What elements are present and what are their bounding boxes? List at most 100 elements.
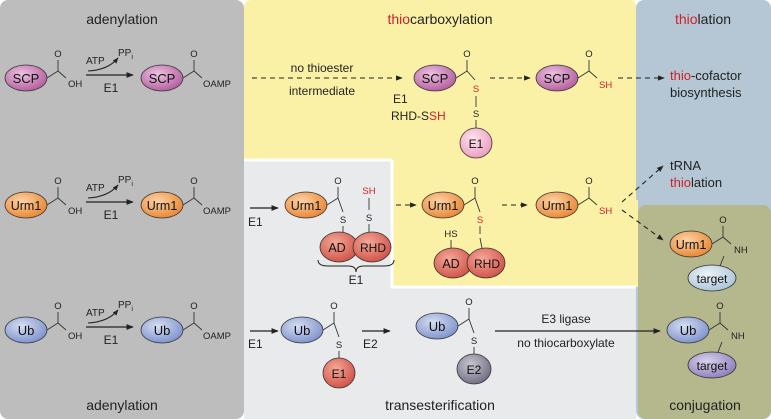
panel-title-conjugation: conjugation bbox=[669, 397, 741, 413]
scp-o-2: O bbox=[190, 49, 197, 60]
scp-label-4: SCP bbox=[544, 71, 571, 86]
urm1-label-2: Urm1 bbox=[147, 199, 178, 213]
intermediate-label: intermediate bbox=[289, 84, 355, 98]
transesterification-panel bbox=[244, 160, 636, 419]
thiocarboxylation-red-prefix: thio bbox=[387, 11, 410, 27]
e1-label-scp: E1 bbox=[469, 137, 484, 151]
biosynthesis-label: biosynthesis bbox=[670, 85, 742, 100]
urm1-nh-conj: NH bbox=[734, 245, 748, 256]
e1-brace bbox=[317, 259, 395, 273]
ub-o-4: O bbox=[465, 297, 472, 308]
scp-oamp-2: OAMP bbox=[203, 79, 231, 90]
urm1-o-3: O bbox=[334, 176, 341, 187]
e1-label-ub-step: E1 bbox=[248, 337, 263, 351]
urm1-label-4: Urm1 bbox=[428, 199, 459, 213]
panel-title-thiocarboxylation: thiocarboxylation bbox=[387, 11, 492, 27]
urm1-oh-1: OH bbox=[68, 206, 82, 217]
row-urm1: Urm1 O OH ATP PPi E1 Urm1 O OAMP E1 Urm1… bbox=[4, 158, 748, 292]
ppi-label-1: PPi bbox=[118, 48, 133, 61]
thiolation-red-prefix: thio bbox=[675, 11, 698, 27]
panel-title-thiolation: thiolation bbox=[675, 11, 731, 27]
thiolation-label: thiolation bbox=[670, 175, 722, 190]
urm1-o-1: O bbox=[54, 176, 61, 187]
ub-oamp-2: OAMP bbox=[203, 331, 231, 342]
urm1-label-1: Urm1 bbox=[11, 199, 42, 213]
e2-label: E2 bbox=[467, 363, 482, 377]
scp-oh-1: OH bbox=[68, 79, 82, 90]
atp-label-3: ATP bbox=[86, 308, 105, 319]
urm1-label-5: Urm1 bbox=[542, 199, 573, 213]
urm1-oamp-2: OAMP bbox=[203, 206, 231, 217]
ub-o-2: O bbox=[190, 301, 197, 312]
ad-label-1: AD bbox=[328, 241, 345, 255]
e3-ligase-label: E3 ligase bbox=[541, 312, 591, 326]
atp-label-2: ATP bbox=[86, 183, 105, 194]
ub-label-conjugated: Ub bbox=[680, 323, 697, 338]
panel-title-adenylation-bottom: adenylation bbox=[86, 397, 158, 413]
target-protein-ub bbox=[687, 351, 737, 379]
urm1-label-3: Urm1 bbox=[291, 199, 322, 213]
trna-label: tRNA bbox=[670, 158, 701, 173]
thio-cofactor-label: thio-cofactor bbox=[670, 68, 742, 83]
thiolation-suffix: lation bbox=[698, 11, 731, 27]
ad-hs-4: HS bbox=[444, 229, 457, 240]
scp-o-3: O bbox=[463, 49, 470, 60]
ub-s-4: S bbox=[471, 336, 477, 347]
target-label-ub: target bbox=[697, 359, 728, 373]
e1-label-urm1-step: E1 bbox=[248, 215, 263, 229]
target-protein-urm1 bbox=[687, 264, 737, 292]
e1-label-2: E1 bbox=[104, 208, 119, 222]
e1-protein-scp bbox=[459, 127, 493, 159]
urm1-o-5: O bbox=[585, 176, 592, 187]
no-thiocarboxylate-label: no thiocarboxylate bbox=[517, 336, 615, 350]
ub-label-1: Ub bbox=[18, 323, 35, 338]
ub-o-3: O bbox=[330, 301, 337, 312]
conjugation-panel bbox=[638, 205, 771, 419]
rhd-label-2: RHD bbox=[474, 257, 500, 271]
ub-label-4: Ub bbox=[429, 319, 446, 334]
rhd-domain-1 bbox=[352, 231, 392, 263]
e1-label-3: E1 bbox=[104, 333, 119, 347]
urm1-label-conjugated: Urm1 bbox=[676, 238, 707, 252]
ub-oh-1: OH bbox=[68, 331, 82, 342]
e1-label-ub: E1 bbox=[332, 367, 347, 381]
row-ub: Ub O OH ATP PPi E1 Ub O OAMP E1 Ub O S E… bbox=[4, 297, 745, 389]
urm1-o-4: O bbox=[471, 176, 478, 187]
rhd-domain-2 bbox=[466, 247, 506, 279]
scp-o-1: O bbox=[54, 49, 61, 60]
ppi-label-3: PPi bbox=[118, 300, 133, 313]
target-label-urm1: target bbox=[697, 272, 728, 286]
atp-label-1: ATP bbox=[86, 56, 105, 67]
ad-label-2: AD bbox=[442, 257, 459, 271]
ub-o-conj: O bbox=[716, 301, 723, 312]
e1-label-scp-rhd: E1 bbox=[393, 92, 408, 106]
rhd-ssh-label: RHD-SSH bbox=[391, 109, 446, 123]
thiocarboxylation-suffix: carboxylation bbox=[410, 11, 493, 27]
rhd-s-3: S bbox=[366, 213, 372, 224]
panel-title-transesterification: transesterification bbox=[385, 397, 495, 413]
ppi-label-2: PPi bbox=[118, 175, 133, 188]
ub-o-1: O bbox=[54, 301, 61, 312]
ub-s-3: S bbox=[336, 340, 342, 351]
urm1-s-3: S bbox=[340, 215, 346, 226]
urm1-sh-5: SH bbox=[599, 206, 612, 217]
e2-protein bbox=[456, 353, 492, 385]
urm1-o-2: O bbox=[190, 176, 197, 187]
no-thioester-label: no thioester bbox=[291, 61, 354, 75]
scp-s-3: S bbox=[473, 84, 479, 95]
e1-protein-ub bbox=[322, 357, 356, 389]
scp-label-1: SCP bbox=[13, 71, 40, 86]
scp-s-3b: S bbox=[473, 109, 479, 120]
scp-label-2: SCP bbox=[149, 71, 176, 86]
urm1-s-4: S bbox=[477, 215, 483, 226]
e2-label-ub-step: E2 bbox=[363, 337, 378, 351]
panel-title-adenylation-top: adenylation bbox=[86, 11, 158, 27]
scp-o-4: O bbox=[585, 49, 592, 60]
e1-brace-label: E1 bbox=[349, 273, 364, 287]
row-scp: SCP O OH ATP PPi E1 SCP O OAMP no thioes… bbox=[4, 48, 742, 159]
ub-label-3: Ub bbox=[294, 323, 311, 338]
adenylation-panel bbox=[0, 0, 244, 419]
scp-sh-4: SH bbox=[599, 80, 612, 91]
rhd-sh-3: SH bbox=[362, 186, 375, 197]
